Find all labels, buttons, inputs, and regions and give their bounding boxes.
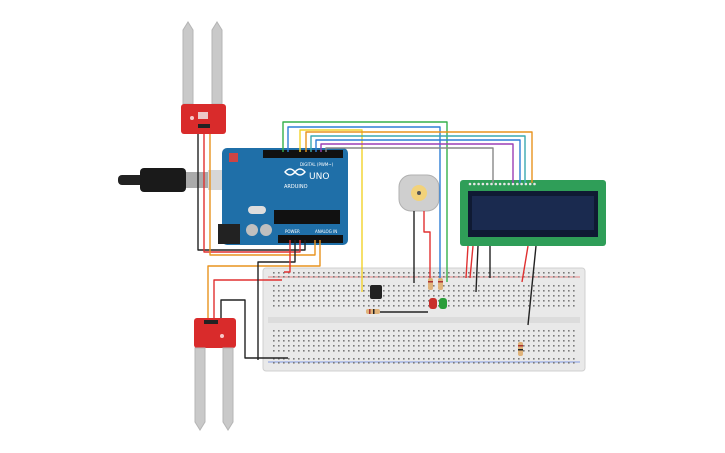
resistor-1	[366, 309, 380, 314]
arduino-brand: UNO	[309, 172, 329, 182]
wire-blue-2	[315, 139, 521, 183]
breadboard	[262, 267, 586, 372]
wire-sensor-top-black	[197, 134, 306, 251]
usb-cable-icon	[118, 168, 226, 192]
reset-button[interactable]	[229, 153, 238, 162]
analog-label: ANALOG IN	[315, 229, 337, 234]
arduino-infinity-icon	[284, 168, 306, 176]
probe-left-bottom	[194, 347, 206, 431]
wire-motor-red	[423, 211, 431, 283]
wire-sensor-bottom-orange	[207, 240, 321, 318]
probe-left	[182, 21, 194, 105]
wire-gray	[325, 147, 494, 183]
probe-right-bottom	[222, 347, 234, 431]
wire-teal	[310, 135, 526, 183]
wire-power-black	[257, 240, 296, 360]
resistor-2	[428, 278, 433, 290]
digital-label: DIGITAL (PWM~)	[300, 162, 334, 167]
wire-sensor-bottom-black	[220, 299, 288, 359]
wire-lcd-black-1	[475, 245, 479, 293]
wire-lcd-red-3	[521, 245, 529, 283]
wire-green	[282, 121, 448, 282]
wire-sensor-top-red	[203, 134, 301, 253]
wires	[197, 121, 537, 360]
arduino-logo-text: ARDUINO	[284, 184, 308, 190]
wire-orange-top	[305, 131, 533, 183]
wire-sensor-top-orange	[209, 134, 316, 256]
green-led-icon	[439, 298, 447, 309]
wire-yellow	[299, 129, 363, 292]
red-led-icon	[429, 298, 437, 309]
soil-sensor-top	[181, 21, 226, 134]
resistor-4	[518, 342, 523, 356]
breadboard-holes	[273, 272, 575, 364]
wire-purple	[320, 143, 514, 183]
dc-motor-icon	[398, 174, 440, 212]
wire-sensor-bottom-red	[213, 279, 282, 318]
arduino-uno-board: UNO ARDUINO DIGITAL (PWM~) POWER ANALOG …	[218, 148, 348, 245]
tmp36-sensor-icon	[370, 285, 382, 299]
wire-blue-1	[287, 126, 441, 282]
probe-right	[211, 21, 223, 105]
lcd-16x2-icon	[460, 180, 606, 246]
resistor-3	[438, 278, 443, 290]
power-label: POWER	[285, 229, 300, 234]
soil-sensor-bottom	[194, 318, 236, 431]
wire-lcd-red-1	[465, 245, 469, 279]
wire-lcd-black-3	[527, 245, 537, 326]
wire-lcd-red-2	[469, 245, 474, 279]
wire-power-red	[284, 240, 291, 273]
sensor-board-bottom	[194, 318, 236, 348]
